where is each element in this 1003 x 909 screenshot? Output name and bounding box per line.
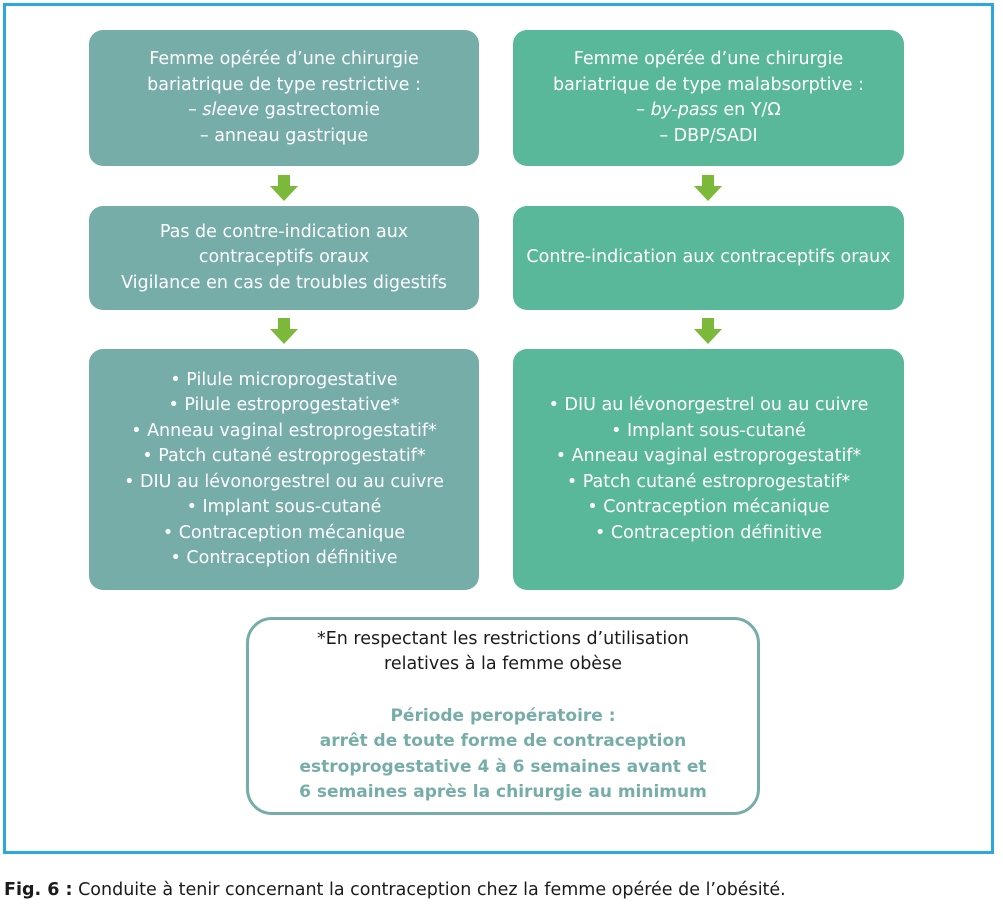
no-contraindication-box: Pas de contre-indication aux contracepti… — [89, 206, 479, 310]
figure-label: Fig. 6 : — [4, 880, 73, 900]
contraindication-box: Contre-indication aux contraceptifs orau… — [513, 206, 904, 310]
list-item: • DIU au lévonorgestrel ou au cuivre — [124, 471, 444, 492]
list-item: • DIU au lévonorgestrel ou au cuivre — [548, 395, 869, 415]
list-item: • Implant sous-cutané — [611, 420, 806, 441]
footnote-line: *En respectant les restrictions d’utilis… — [316, 628, 690, 649]
list-item: • Anneau vaginal estroprogestatif* — [131, 420, 437, 441]
box-line: contraceptifs oraux — [198, 247, 370, 268]
perioperative-line: 6 semaines après la chirurgie au minimum — [299, 782, 707, 802]
down-arrow-icon — [694, 175, 722, 201]
list-item: • Patch cutané estroprogestatif* — [142, 446, 426, 466]
list-item: • Contraception mécanique — [162, 522, 406, 543]
malabsorptive-surgery-box: Femme opérée d’une chirurgie bariatrique… — [513, 30, 904, 166]
box-line: – by-pass en Y/Ω — [636, 98, 781, 124]
perioperative-line: estroprogestative 4 à 6 semaines avant e… — [299, 756, 707, 777]
box-line: Femme opérée d’une chirurgie — [149, 49, 419, 69]
line-rest: gastrectomie — [259, 100, 380, 120]
dash: – — [188, 100, 203, 120]
box-line: – sleeve gastrectomie — [188, 98, 380, 124]
list-item: • Pilule estroprogestative* — [168, 395, 400, 415]
list-item: • Anneau vaginal estroprogestatif* — [555, 446, 862, 466]
restrictive-options-box: • Pilule microprogestative • Pilule estr… — [89, 349, 479, 590]
malabsorptive-options-box: • DIU au lévonorgestrel ou au cuivre • I… — [513, 349, 904, 590]
list-item: • Contraception mécanique — [587, 497, 830, 517]
emphasis: by-pass — [650, 100, 718, 120]
perioperative-line: Période peropératoire : — [390, 705, 616, 726]
down-arrow-icon — [694, 318, 722, 344]
footnote-box: *En respectant les restrictions d’utilis… — [246, 617, 760, 815]
caption-text: Conduite à tenir concernant la contracep… — [72, 880, 786, 900]
footnote-line: relatives à la femme obèse — [384, 654, 622, 674]
box-line: bariatrique de type restrictive : — [147, 74, 421, 95]
list-item: • Contraception définitive — [595, 522, 822, 543]
box-line: Contre-indication aux contraceptifs orau… — [526, 247, 891, 268]
box-line: – DBP/SADI — [659, 125, 758, 146]
list-item: • Implant sous-cutané — [186, 497, 382, 517]
down-arrow-icon — [270, 318, 298, 344]
dash: – — [636, 100, 651, 120]
list-item: • Pilule microprogestative — [170, 369, 398, 390]
emphasis: sleeve — [202, 100, 260, 120]
perioperative-line: arrêt de toute forme de contraception — [319, 731, 687, 751]
figure-frame — [3, 3, 994, 854]
line-rest: en Y/Ω — [717, 100, 781, 120]
box-line: Pas de contre-indication aux — [159, 221, 409, 242]
box-line: bariatrique de type malabsorptive : — [552, 74, 865, 95]
list-item: • Patch cutané estroprogestatif* — [566, 471, 851, 492]
restrictive-surgery-box: Femme opérée d’une chirurgie bariatrique… — [89, 30, 479, 166]
box-line: Vigilance en cas de troubles digestifs — [121, 272, 447, 293]
list-item: • Contraception définitive — [170, 548, 398, 568]
box-line: Femme opérée d’une chirurgie — [573, 49, 844, 69]
down-arrow-icon — [270, 175, 298, 201]
figure-caption: Fig. 6 : Conduite à tenir concernant la … — [4, 880, 786, 900]
box-line: – anneau gastrique — [199, 125, 369, 146]
